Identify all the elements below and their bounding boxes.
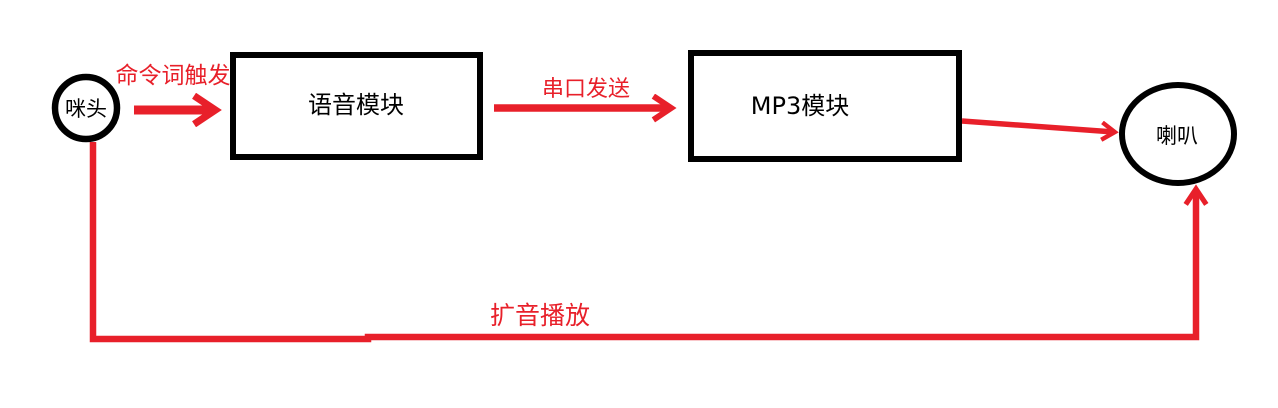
voice-module-node-rect bbox=[230, 52, 483, 160]
mic-node-circle bbox=[51, 73, 121, 143]
speaker-node-label: 喇叭 bbox=[1156, 124, 1198, 148]
mp3-module-node-rect bbox=[688, 50, 962, 162]
mic-node-label: 咪头 bbox=[65, 97, 107, 121]
mp3-module-node-label: MP3模块 bbox=[751, 92, 849, 120]
edge-label-serial-send: 串口发送 bbox=[542, 77, 630, 102]
speaker-node-circle bbox=[1119, 82, 1237, 186]
edge-feedback-line bbox=[89, 142, 1196, 343]
edge-label-amplified-playback: 扩音播放 bbox=[490, 301, 590, 330]
edge-mp3-to-speaker-arrow bbox=[961, 118, 1114, 132]
voice-module-node-label: 语音模块 bbox=[308, 91, 404, 119]
edge-label-command-trigger: 命令词触发 bbox=[116, 63, 231, 89]
